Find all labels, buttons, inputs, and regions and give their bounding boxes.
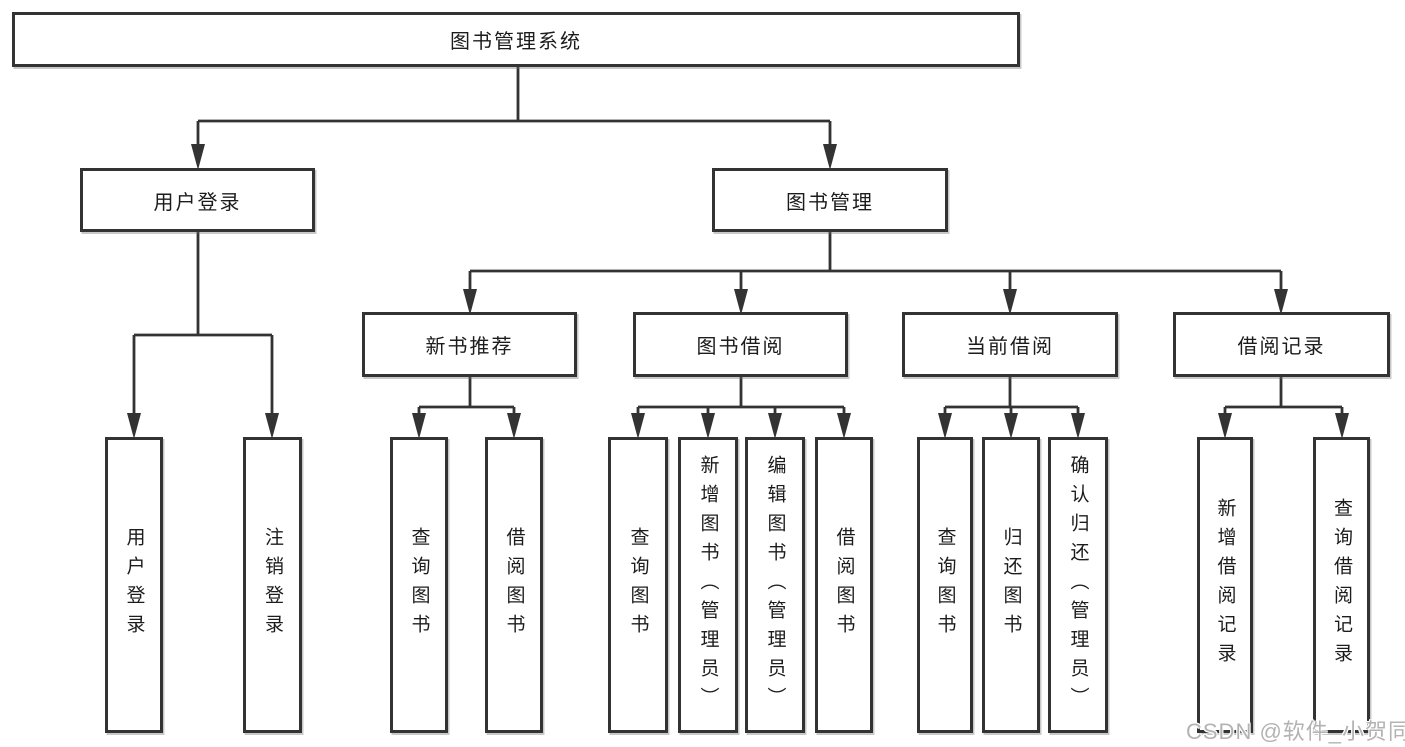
- leaf-nb-query-books-label: 查询图书: [408, 527, 430, 643]
- leaf-bb-borrow-books-label: 借阅图书: [833, 527, 855, 643]
- leaf-bb-query-books: 查询图书: [608, 437, 668, 733]
- node-book-management: 图书管理: [712, 168, 948, 232]
- leaf-cb-return-books: 归还图书: [982, 437, 1040, 733]
- node-current-borrow: 当前借阅: [902, 312, 1118, 377]
- leaf-user-login-label: 用户登录: [123, 527, 145, 643]
- connector-current-borrow-branch: [938, 377, 1085, 439]
- leaf-logout-label: 注销登录: [262, 527, 283, 643]
- connector-borrow-records-branch: [1218, 377, 1349, 439]
- leaf-bb-add-books-admin: 新增图书（管理员）: [678, 437, 738, 733]
- leaf-cb-return-books-label: 归还图书: [1000, 527, 1022, 643]
- connector-user-login-branch: [127, 232, 279, 439]
- leaf-br-query-record-label: 查询借阅记录: [1331, 498, 1352, 672]
- node-user-login-label: 用户登录: [153, 191, 242, 214]
- leaf-logout: 注销登录: [243, 437, 302, 733]
- leaf-cb-confirm-return-admin: 确认归还（管理员）: [1048, 437, 1108, 733]
- node-borrow-records: 借阅记录: [1173, 312, 1390, 377]
- leaf-user-login: 用户登录: [105, 437, 163, 733]
- leaf-nb-borrow-books: 借阅图书: [485, 437, 543, 733]
- leaf-nb-query-books: 查询图书: [390, 437, 448, 733]
- leaf-cb-query-books: 查询图书: [917, 437, 973, 733]
- connector-book-management-to-level3: [463, 232, 1288, 315]
- leaf-nb-borrow-books-label: 借阅图书: [503, 527, 525, 643]
- leaf-bb-borrow-books: 借阅图书: [815, 437, 873, 733]
- leaf-br-add-record-label: 新增借阅记录: [1214, 498, 1236, 672]
- node-new-book-recommend-label: 新书推荐: [425, 336, 514, 358]
- connector-book-borrow-branch: [631, 377, 851, 439]
- node-book-borrow-label: 图书借阅: [696, 336, 785, 358]
- node-book-management-label: 图书管理: [786, 191, 874, 214]
- node-user-login: 用户登录: [80, 168, 315, 232]
- leaf-br-add-record: 新增借阅记录: [1197, 437, 1253, 733]
- leaf-cb-confirm-return-admin-label: 确认归还（管理员）: [1067, 454, 1089, 716]
- leaf-bb-edit-books-admin: 编辑图书（管理员）: [745, 437, 805, 733]
- node-book-borrow: 图书借阅: [633, 312, 848, 377]
- connector-new-book-recommend-branch: [412, 377, 521, 439]
- node-borrow-records-label: 借阅记录: [1237, 336, 1326, 358]
- leaf-bb-query-books-label: 查询图书: [627, 527, 649, 643]
- leaf-cb-query-books-label: 查询图书: [934, 527, 956, 643]
- leaf-bb-add-books-admin-label: 新增图书（管理员）: [697, 454, 719, 716]
- connector-root-to-level2: [191, 67, 837, 170]
- leaf-br-query-record: 查询借阅记录: [1313, 437, 1370, 733]
- node-new-book-recommend: 新书推荐: [362, 312, 577, 377]
- leaf-bb-edit-books-admin-label: 编辑图书（管理员）: [764, 454, 786, 716]
- node-root-label: 图书管理系统: [450, 31, 582, 53]
- node-current-borrow-label: 当前借阅: [966, 336, 1054, 358]
- csdn-watermark: CSDN @软件_小贺同学: [1186, 719, 1405, 744]
- node-root: 图书管理系统: [12, 12, 1020, 67]
